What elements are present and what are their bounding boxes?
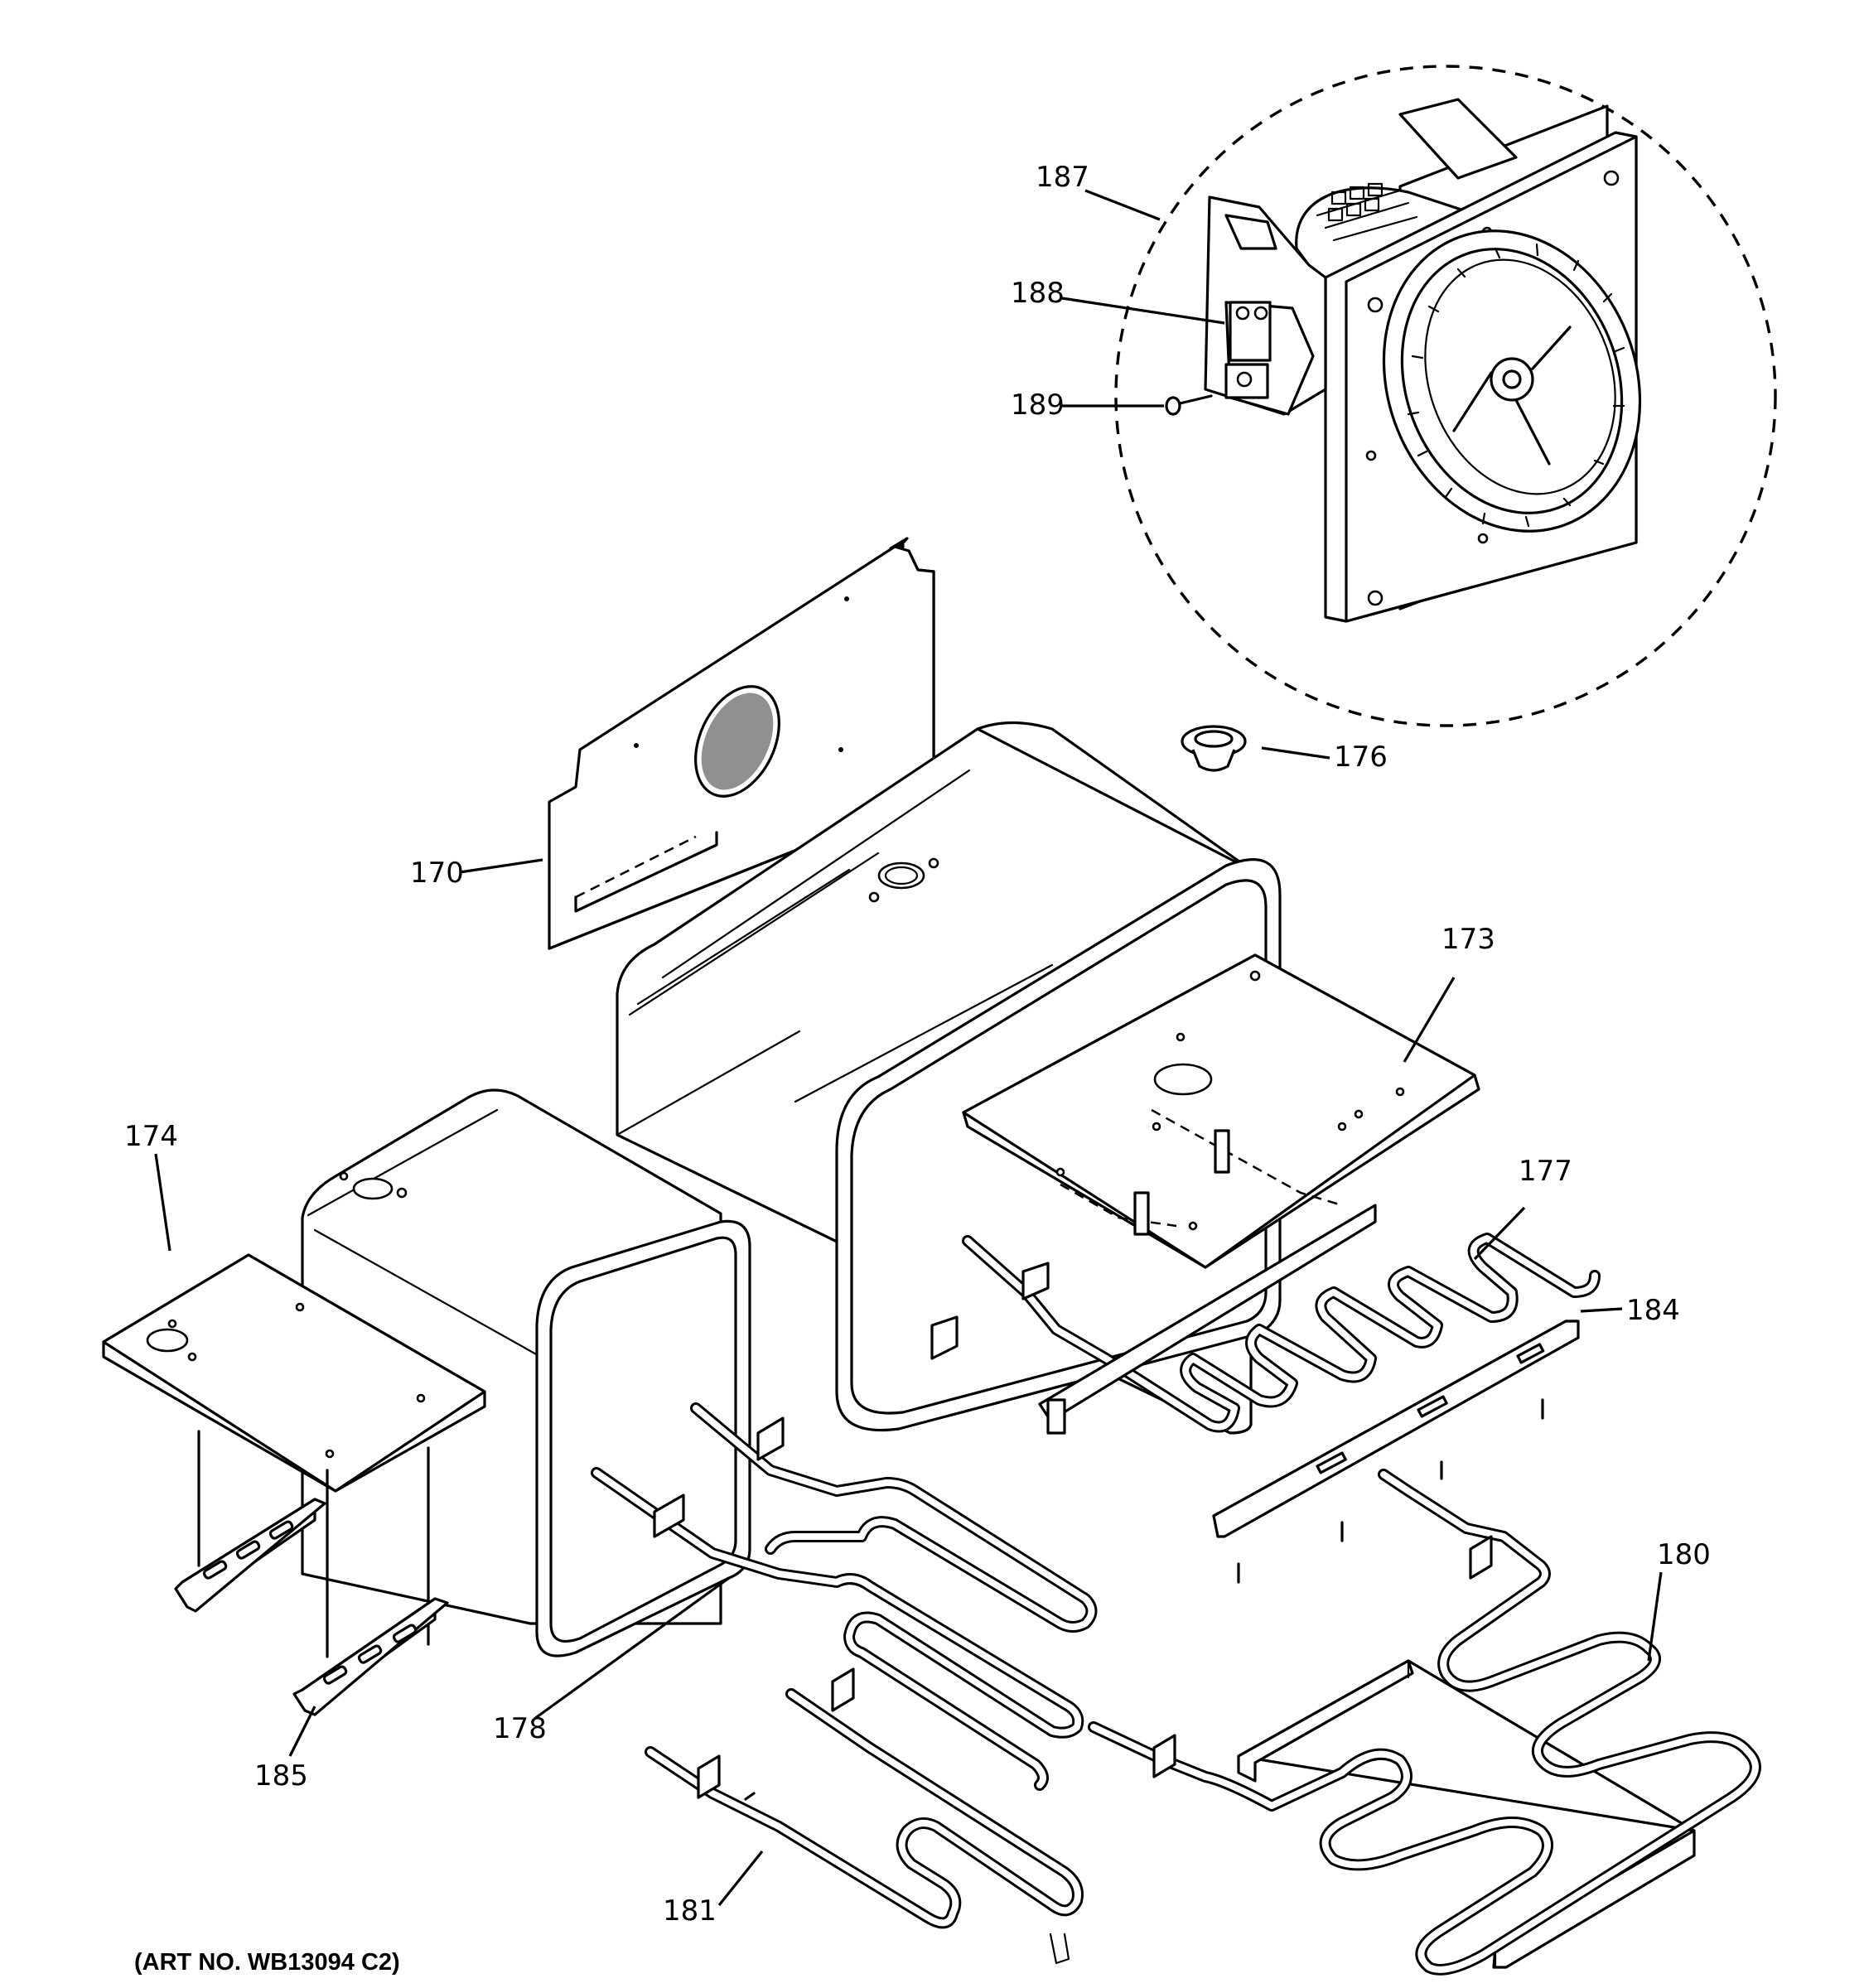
brackets-185 xyxy=(174,1498,449,1716)
art-number: (ART NO. WB13094 C2) xyxy=(134,1949,400,1976)
label-181: 181 xyxy=(663,1894,717,1928)
label-170: 170 xyxy=(410,856,464,890)
fan-blades xyxy=(1407,243,1625,528)
label-184: 184 xyxy=(1626,1294,1680,1327)
callout-labels: 187 188 189 170 176 173 177 184 174 180 … xyxy=(124,161,1711,1976)
plate-174 xyxy=(102,1253,486,1658)
label-176: 176 xyxy=(1334,741,1388,774)
label-177: 177 xyxy=(1519,1155,1572,1188)
element-181 xyxy=(645,1667,1084,1965)
label-188: 188 xyxy=(1011,277,1065,310)
bake-element-177 xyxy=(930,1204,1601,1584)
element-178 xyxy=(591,1402,1098,1791)
rear-panel-170 xyxy=(548,537,935,950)
part-176 xyxy=(1181,725,1247,772)
label-180: 180 xyxy=(1657,1538,1711,1571)
leader-lines xyxy=(154,189,1663,1906)
broil-element-180 xyxy=(1088,1469,1761,1976)
label-187: 187 xyxy=(1036,161,1089,194)
label-174: 174 xyxy=(124,1120,178,1153)
convection-fan-detail xyxy=(1114,65,1777,727)
label-178: 178 xyxy=(493,1712,547,1745)
top-plate-173 xyxy=(962,953,1480,1269)
detail-circle xyxy=(1114,65,1777,727)
label-189: 189 xyxy=(1011,388,1065,422)
label-173: 173 xyxy=(1441,923,1495,956)
label-185: 185 xyxy=(254,1759,308,1793)
